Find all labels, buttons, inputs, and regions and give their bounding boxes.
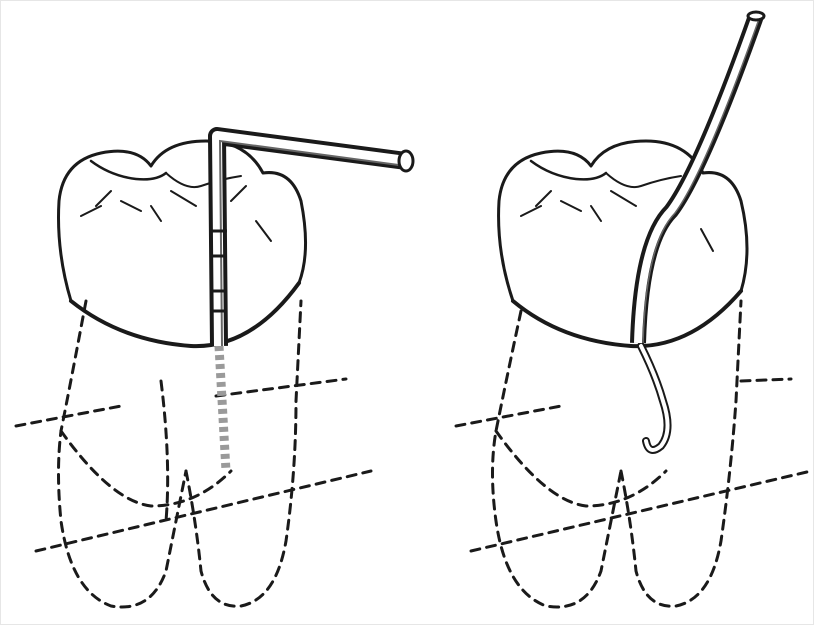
right-straight-probe — [638, 12, 764, 343]
right-canal-shadow — [641, 346, 668, 450]
left-bone-lines — [16, 379, 371, 551]
left-crown — [59, 141, 306, 346]
left-panel — [16, 136, 413, 607]
right-crown — [499, 141, 747, 346]
left-canal-shadow — [219, 346, 226, 471]
right-panel — [456, 12, 811, 607]
right-bone-lines — [456, 406, 811, 551]
left-bent-probe — [211, 136, 413, 346]
